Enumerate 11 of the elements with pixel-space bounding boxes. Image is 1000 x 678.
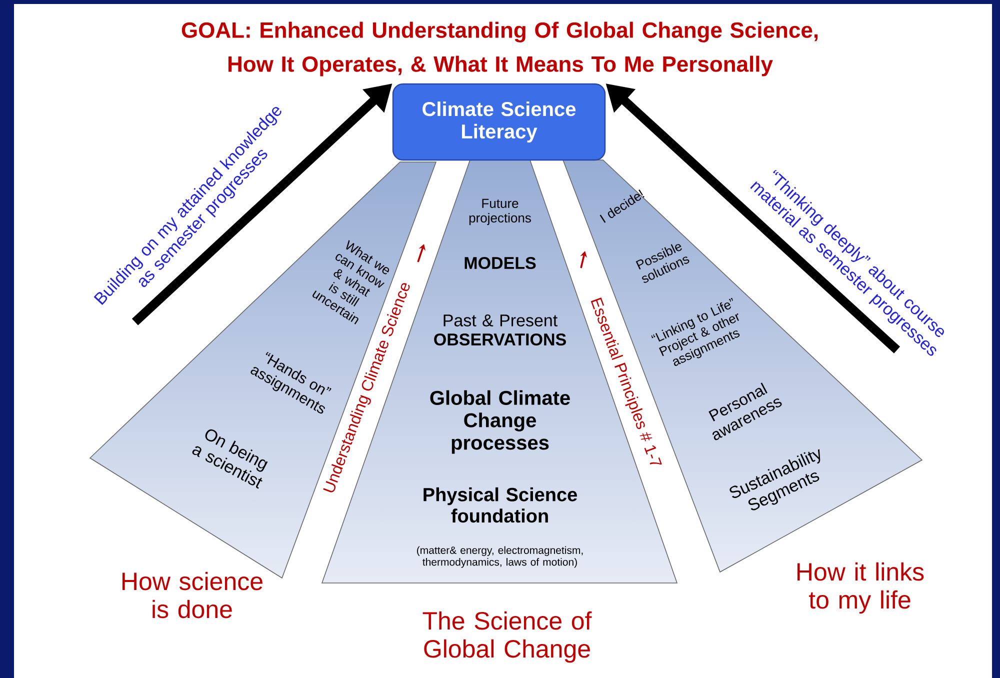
sector-text: (matter& energy, electromagnetism, thermodynamics, laws of motion) [417,546,583,568]
sector-text: Global Climate Change processes [430,390,570,454]
section-heading: How it links to my life [797,562,924,614]
section-heading: The Science of Global Change [422,611,592,663]
literacy-box: Climate Science Literacy [392,83,606,161]
sector-text: Future projections [469,198,531,226]
sector-text: Physical Science foundation [424,487,577,523]
sector-text: Past & Present OBSERVATIONS [434,314,566,346]
title: GOAL: Enhanced Understanding Of Global Change Science, How It Operates, & What It Means To Me Personally [182,22,818,76]
section-heading: How science is done [122,572,262,618]
sector-text: MODELS [464,256,536,270]
